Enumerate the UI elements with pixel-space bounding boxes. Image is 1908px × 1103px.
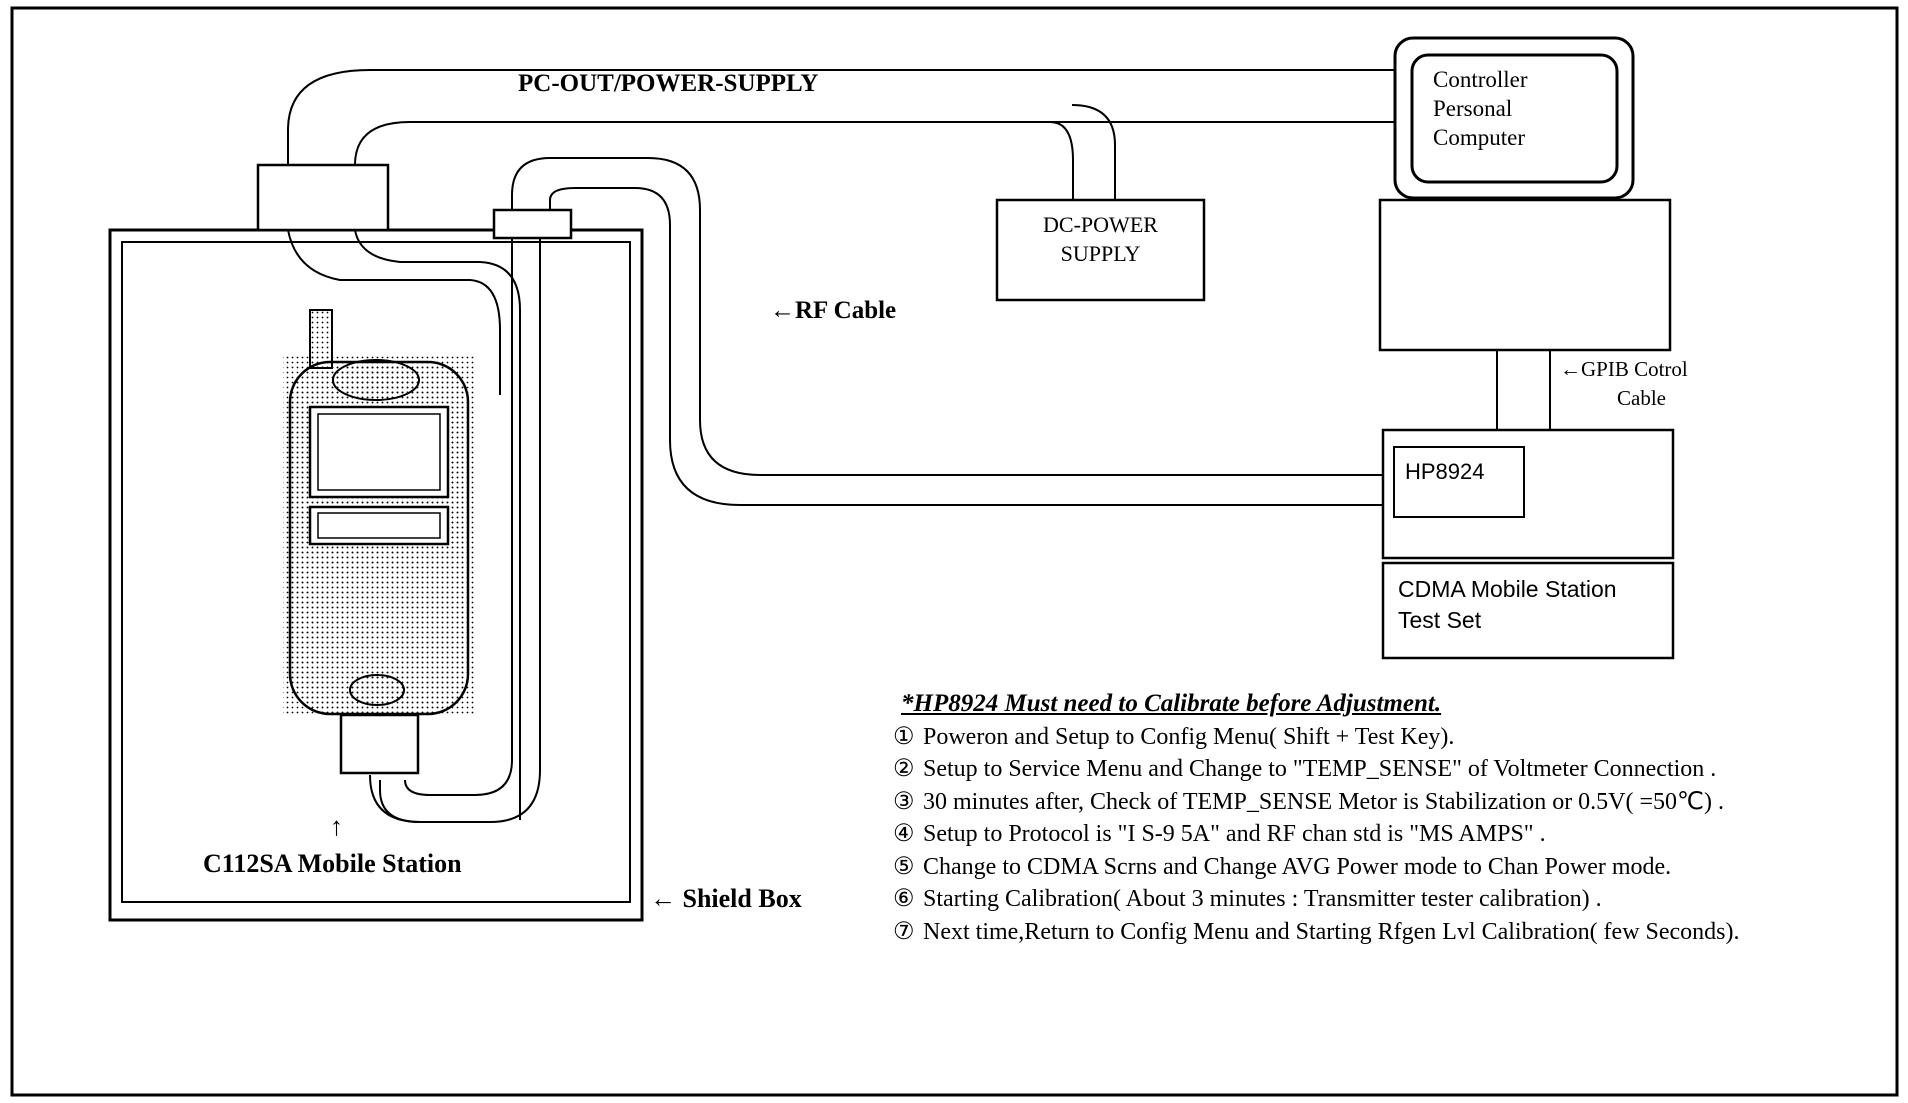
shield-box-label: ← Shield Box xyxy=(650,884,802,913)
phone-base-curve xyxy=(369,774,421,823)
dc-power-cable-a xyxy=(1071,104,1116,200)
rf-cable-inner xyxy=(549,187,1385,506)
pc-connector xyxy=(256,163,390,232)
inner-cable-left xyxy=(287,229,501,395)
dc-power-supply-box xyxy=(995,198,1206,302)
pc-out-cable-outer xyxy=(287,69,1395,165)
hp8924-label: HP8924 xyxy=(1405,459,1485,484)
mobile-arrow: ↑ xyxy=(330,812,343,841)
page-frame xyxy=(10,6,1899,1097)
rf-cable-outer xyxy=(511,157,1385,476)
inner-cable-right xyxy=(354,229,521,820)
rf-cable-label: ←RF Cable xyxy=(770,297,897,324)
mobile-phone xyxy=(283,309,475,775)
dc-power-label: DC-POWER SUPPLY xyxy=(1043,212,1158,266)
dc-power-cable-b xyxy=(1049,121,1074,200)
rf-cable-down-outer xyxy=(379,238,541,823)
hp8924-display xyxy=(1393,446,1525,518)
controller-pc xyxy=(1378,36,1672,352)
pc-out-label: PC-OUT/POWER-SUPPLY xyxy=(518,70,819,97)
mobile-station-label: C112SA Mobile Station xyxy=(203,849,462,878)
cdma-test-set-label: CDMA Mobile Station Test Set xyxy=(1398,576,1617,633)
rf-cable-down-inner xyxy=(404,238,513,796)
pc-out-cable-inner xyxy=(354,121,1395,166)
rf-connector xyxy=(492,208,573,240)
notes-title: *HP8924 Must need to Calibrate before Ad… xyxy=(901,690,1442,717)
calibration-notes: *HP8924 Must need to Calibrate before Ad… xyxy=(893,688,1740,948)
controller-label: Controller Personal Computer xyxy=(1433,67,1528,150)
gpib-label-line1: ←GPIB Cotrol xyxy=(1560,357,1688,381)
gpib-label-line2: Cable xyxy=(1617,386,1666,410)
cdma-test-set-box xyxy=(1381,561,1675,660)
